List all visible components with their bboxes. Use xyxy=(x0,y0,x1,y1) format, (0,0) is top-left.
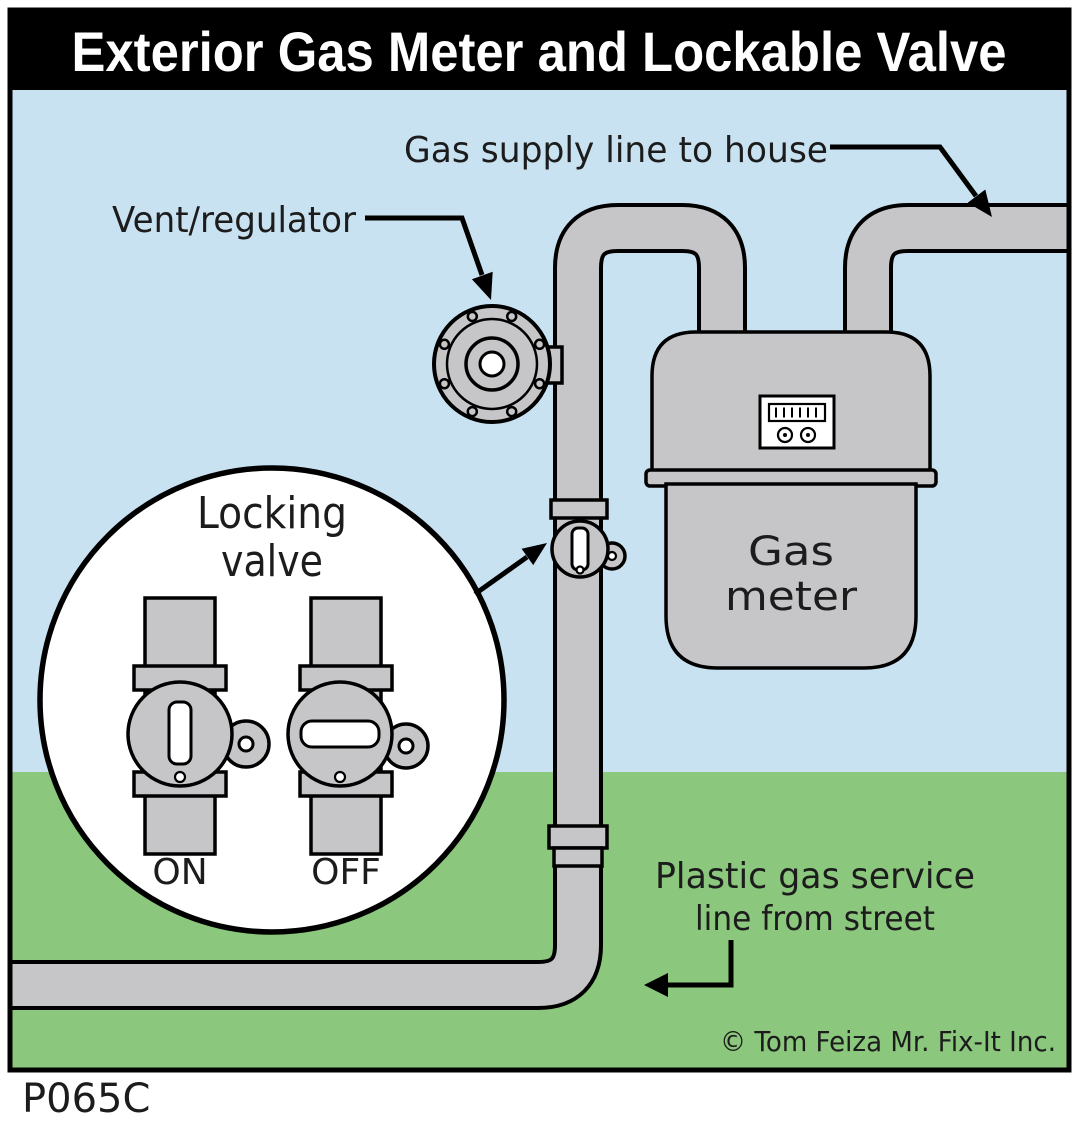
vent-regulator xyxy=(432,304,564,424)
locking-valve xyxy=(549,498,627,579)
meter-dial-left-needle xyxy=(783,433,787,437)
regulator-bolts xyxy=(438,310,546,418)
off-valve-lock-hole xyxy=(397,737,415,755)
vent-regulator-arrow-head xyxy=(471,271,493,300)
vent-regulator-arrow-line xyxy=(365,215,485,276)
meter-index-display xyxy=(758,394,836,450)
off-label: OFF xyxy=(311,852,381,893)
annotations: Gas supply line to house Vent/regulator … xyxy=(112,130,992,997)
gas-meter-label-line1: Gas xyxy=(748,529,834,575)
scene: Gas meter Locking valve xyxy=(12,90,1067,1068)
riser-coupling-lower xyxy=(552,846,604,868)
on-valve-lock-hole xyxy=(237,735,255,753)
copyright-text: © Tom Feiza Mr. Fix-It Inc. xyxy=(720,1025,1056,1058)
inset-title-line2: valve xyxy=(221,536,323,587)
on-valve-pin-hole xyxy=(173,770,187,784)
service-line-label-line1: Plastic gas service xyxy=(655,856,975,897)
regulator-vent-port xyxy=(478,350,506,378)
house-supply-pipe xyxy=(847,207,1067,420)
gas-meter: Gas meter xyxy=(644,330,938,670)
riser-coupling-upper xyxy=(547,824,609,850)
off-valve-pin-hole xyxy=(333,770,347,784)
diagram-code: P065C xyxy=(22,1076,150,1122)
gas-supply-arrow-line xyxy=(830,144,979,198)
valve-flange xyxy=(549,498,609,520)
inset-title-line1: Locking xyxy=(197,488,347,539)
meter-dial-right-needle xyxy=(806,433,810,437)
on-valve-slot xyxy=(167,700,193,766)
gas-piping xyxy=(12,203,1067,1010)
regulator-flange-ring xyxy=(445,317,539,411)
inset-pointer-head xyxy=(521,543,547,566)
off-valve-slot xyxy=(299,719,381,749)
gas-supply-arrow-head xyxy=(967,189,992,217)
gas-supply-label: Gas supply line to house xyxy=(404,130,828,171)
meter-odometer-digits xyxy=(775,407,817,418)
service-line-arrow-head xyxy=(644,973,668,997)
vent-regulator-label: Vent/regulator xyxy=(112,200,356,241)
meter-lower-body xyxy=(664,482,918,670)
valve-lock-hole xyxy=(606,550,618,562)
inset-pointer-line xyxy=(473,554,529,597)
service-riser-pipe xyxy=(12,207,743,1006)
locking-valve-inset: Locking valve xyxy=(37,465,507,935)
valve-slot xyxy=(570,526,590,572)
service-line-arrow-line xyxy=(662,940,734,988)
gas-meter-label-line2: meter xyxy=(725,574,858,620)
title-bar xyxy=(10,10,1069,90)
frame-border xyxy=(7,7,1072,1073)
inset-valve-off xyxy=(286,596,430,856)
page-title: Exterior Gas Meter and Lockable Valve xyxy=(72,20,1007,83)
valve-pin-hole xyxy=(575,565,585,575)
service-line-label-line2: line from street xyxy=(695,899,935,939)
inset-valve-on xyxy=(126,596,271,856)
on-label: ON xyxy=(152,852,207,893)
